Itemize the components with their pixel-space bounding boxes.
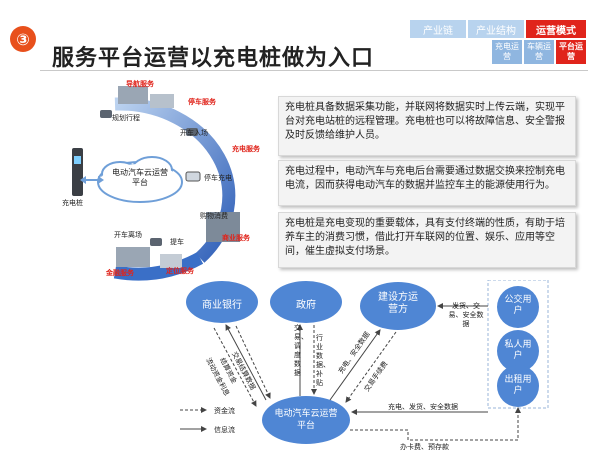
shopping-label: 购物消费 — [200, 212, 228, 220]
flow-diagram — [180, 280, 549, 444]
slide-title: 服务平台运营以充电桩做为入口 — [52, 46, 375, 71]
finance-service-label: 金融服务 — [106, 269, 134, 277]
commerce-service-label: 商业服务 — [222, 234, 250, 242]
private-user-node — [497, 330, 539, 372]
builder-node-label: 建设方运营方 — [378, 292, 418, 315]
legend-information-flow: 信息流 — [214, 426, 235, 434]
taxi-user-node — [497, 365, 539, 407]
enter-parking-label: 开车入场 — [180, 129, 208, 137]
subtab-charging-ops[interactable]: 充电运营 — [492, 40, 522, 64]
bank-node-label: 商业银行 — [202, 300, 242, 311]
header-divider — [40, 70, 588, 71]
paragraph-charging-process: 充电过程中，电动汽车与充电后台需要通过数据交换来控制充电电流，因而获得电动汽车的… — [278, 160, 576, 206]
park-charge-label: 停车充电 — [204, 174, 232, 182]
tab-operation-model[interactable]: 运营模式 — [526, 20, 586, 38]
plan-trip-label: 规划行程 — [112, 114, 140, 122]
cloud-platform-label: 电动汽车云运营平台 — [112, 168, 168, 187]
slide-number-badge: ③ — [10, 26, 36, 52]
gov-node-label: 政府 — [296, 300, 316, 311]
bank-node — [186, 281, 258, 323]
platform-node-label: 电动汽车云运营平台 — [274, 409, 338, 431]
tab-industry-chain[interactable]: 产业链 — [410, 20, 466, 38]
private-user-label: 私人用户 — [504, 340, 532, 361]
edge-label-users-to-builder: 发货、交易、安全数据 — [448, 302, 484, 328]
taxi-user-label: 出租用户 — [504, 375, 532, 396]
pickup-car-label: 提车 — [170, 238, 184, 246]
parking-service-label: 停车服务 — [188, 98, 216, 106]
bus-user-label: 公交用户 — [504, 295, 532, 316]
edge-label-users-to-platform: 充电、发货、安全数据 — [388, 403, 458, 411]
bus-user-node — [497, 286, 539, 328]
tab-industry-structure[interactable]: 产业结构 — [468, 20, 524, 38]
edge-label-gov-down: 交易、调度数据 — [294, 324, 308, 377]
edge-label-gov-up: 行业数据、补贴 — [316, 334, 330, 387]
gov-node — [270, 281, 342, 323]
location-service-label: 定位服务 — [166, 267, 194, 275]
charger-label: 充电桩 — [62, 199, 83, 207]
builder-node — [360, 282, 436, 330]
platform-node — [262, 396, 350, 444]
paragraph-data-collection: 充电桩具备数据采集功能，并联网将数据实时上传云端，实现平台对充电站桩的远程管理。… — [278, 96, 576, 156]
paragraph-payment-carrier: 充电桩是充电变现的重要载体，具有支付终端的性质，有助于培养车主的消费习惯，借此打… — [278, 212, 576, 268]
charging-service-label: 充电服务 — [232, 145, 260, 153]
leave-parking-label: 开车离场 — [114, 231, 142, 239]
subtab-vehicle-ops[interactable]: 车辆运营 — [524, 40, 554, 64]
nav-service-label: 导航服务 — [126, 80, 154, 88]
legend-capital-flow: 资金流 — [214, 407, 235, 415]
edge-label-platform-to-users: 办卡费、预存款 — [400, 443, 449, 451]
service-ring-diagram — [72, 86, 240, 281]
subtab-platform-ops[interactable]: 平台运营 — [556, 40, 586, 64]
